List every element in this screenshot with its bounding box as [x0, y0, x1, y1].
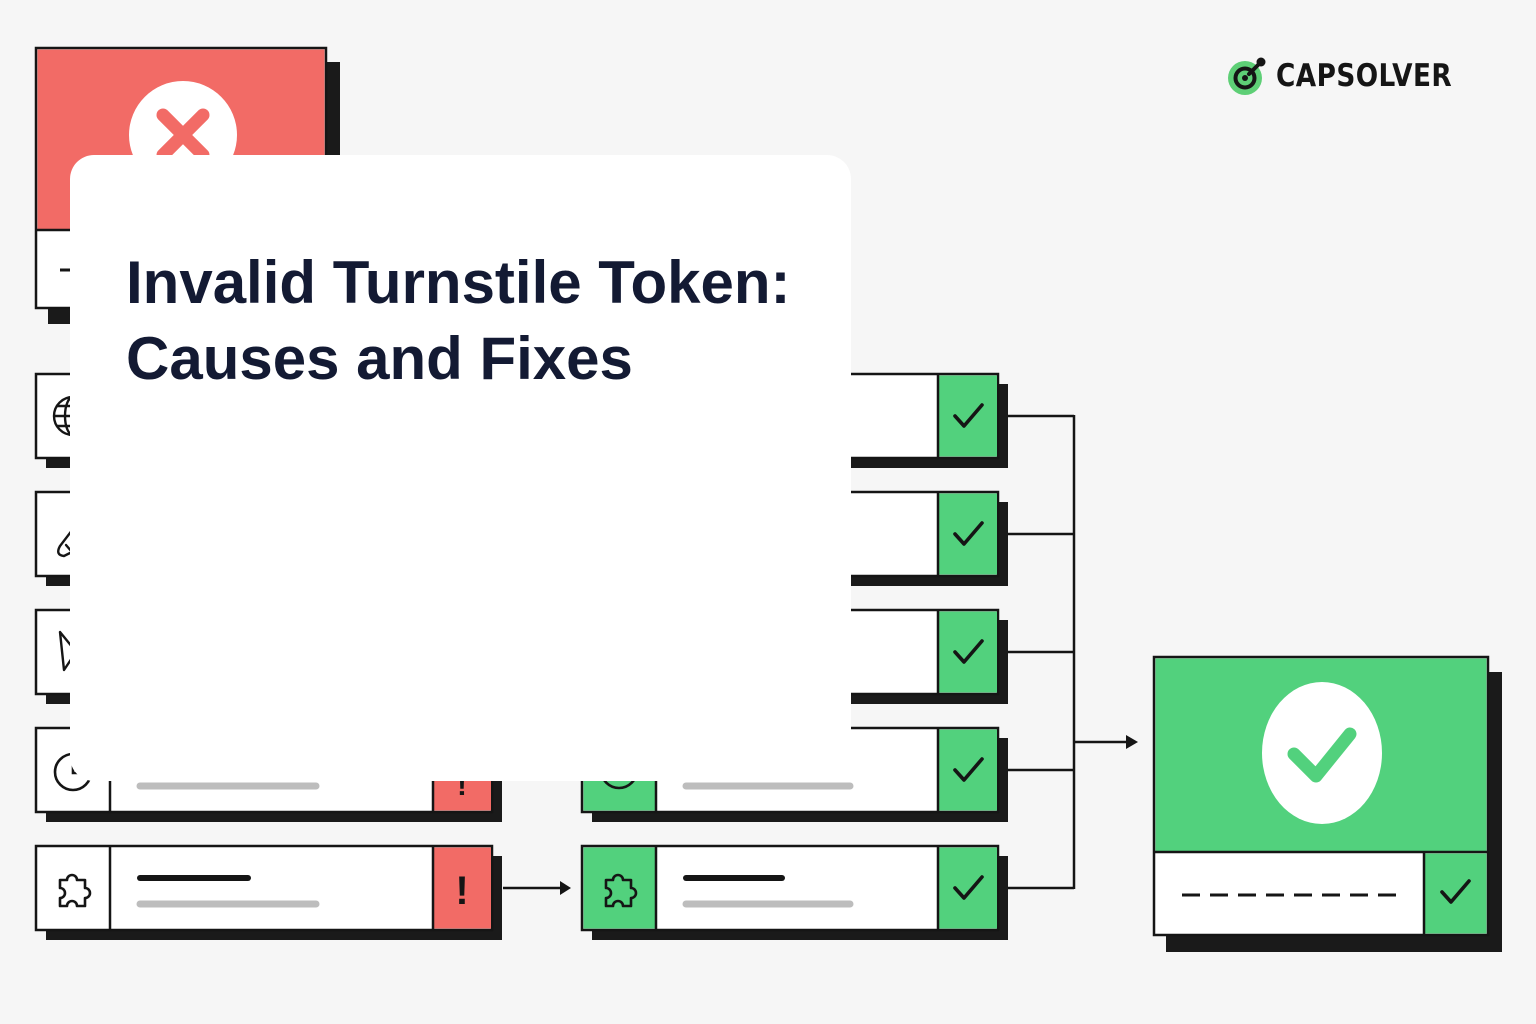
title-line-1: Invalid Turnstile Token:: [126, 249, 791, 316]
failed-row-puzzle: !: [34, 844, 502, 940]
title-card: Invalid Turnstile Token: Causes and Fixe…: [70, 155, 851, 781]
fix-arrow: [503, 881, 571, 895]
x-mark-icon: [156, 108, 210, 162]
check-circle-icon: [1287, 727, 1357, 783]
result-arrowhead: [1126, 735, 1138, 749]
brand-name: CAPSOLVER: [1276, 58, 1453, 94]
page-title: Invalid Turnstile Token: Causes and Fixe…: [126, 245, 846, 397]
capsolver-logo-mark-icon: [1228, 57, 1266, 95]
capsolver-logo[interactable]: CAPSOLVER: [1226, 54, 1483, 98]
status-alert-icon: !: [457, 769, 467, 802]
success-circle: [1262, 682, 1382, 824]
merge-connector: [1008, 414, 1128, 890]
success-window: [1152, 655, 1502, 952]
status-alert-icon: !: [455, 869, 468, 913]
title-line-2: Causes and Fixes: [126, 325, 633, 392]
passed-row-puzzle: [580, 844, 1008, 940]
